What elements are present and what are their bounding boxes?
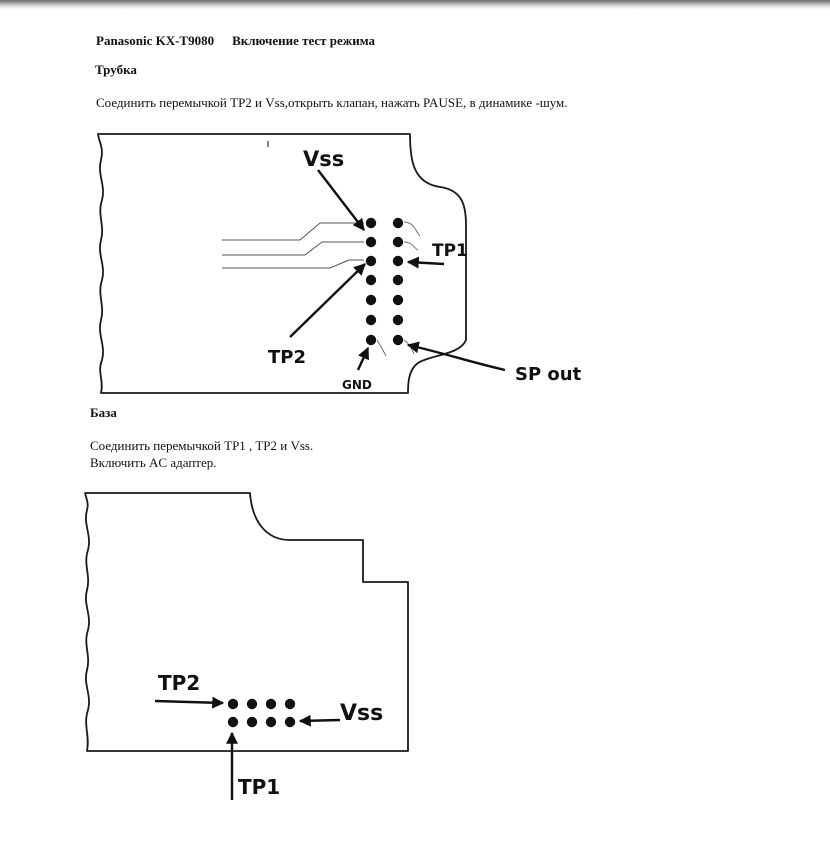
tp2-arrow bbox=[154, 696, 225, 709]
pad bbox=[392, 274, 404, 286]
pad bbox=[392, 314, 404, 326]
pad-tp2 bbox=[365, 236, 377, 248]
handset-board: Vss TP1 TP2 GND SP out bbox=[97, 133, 582, 394]
pad bbox=[392, 236, 404, 248]
scan-top-edge bbox=[0, 0, 830, 9]
base-board: TP2 Vss TP1 bbox=[84, 492, 409, 800]
pad-vss bbox=[284, 716, 296, 728]
pad bbox=[392, 217, 404, 229]
pad bbox=[284, 698, 296, 710]
pad bbox=[365, 294, 377, 306]
pad-gnd bbox=[365, 334, 377, 346]
base-pads bbox=[227, 698, 296, 728]
pad bbox=[365, 274, 377, 286]
base-heading: База bbox=[90, 405, 117, 420]
pad bbox=[265, 716, 277, 728]
handset-pads bbox=[365, 217, 404, 346]
pad bbox=[265, 698, 277, 710]
pad-tp1 bbox=[392, 255, 404, 267]
label-tp1: TP1 bbox=[432, 241, 468, 261]
pad bbox=[365, 314, 377, 326]
pad bbox=[365, 255, 377, 267]
tp2-arrow bbox=[289, 263, 366, 338]
pad bbox=[246, 716, 258, 728]
pad-tp1 bbox=[227, 716, 239, 728]
gnd-arrow bbox=[356, 346, 370, 371]
pad-spout bbox=[392, 334, 404, 346]
pad-tp2 bbox=[227, 698, 239, 710]
label-vss: Vss bbox=[303, 147, 344, 171]
pad bbox=[392, 294, 404, 306]
pcb-traces bbox=[222, 222, 364, 269]
base-label-tp2: TP2 bbox=[158, 671, 200, 695]
page-title: Panasonic KX-T9080 Включение тест режима bbox=[96, 33, 375, 49]
pad bbox=[246, 698, 258, 710]
base-label-vss: Vss bbox=[340, 701, 383, 726]
base-label-tp1: TP1 bbox=[238, 775, 280, 799]
base-arrows bbox=[154, 696, 341, 800]
handset-heading: Трубка bbox=[95, 62, 137, 77]
base-board-outline bbox=[84, 492, 409, 752]
label-tp2: TP2 bbox=[268, 347, 306, 368]
label-spout: SP out bbox=[515, 364, 582, 385]
label-gnd: GND bbox=[342, 378, 372, 392]
handset-instruction: Соединить перемычкой TP2 и Vss,открыть к… bbox=[96, 95, 568, 110]
pad-vss bbox=[365, 217, 377, 229]
handset-arrows bbox=[289, 169, 506, 372]
handset-board-outline bbox=[97, 133, 467, 394]
mode-title: Включение тест режима bbox=[232, 33, 375, 48]
tp1-arrow bbox=[406, 256, 445, 269]
spout-arrow bbox=[406, 341, 506, 372]
vss-arrow bbox=[298, 714, 341, 727]
vss-arrow bbox=[317, 169, 365, 231]
model-name: Panasonic KX-T9080 bbox=[96, 33, 215, 48]
base-instruction-2: Включить AC адаптер. bbox=[90, 455, 217, 470]
base-instruction-1: Соединить перемычкой TP1 , TP2 и Vss. bbox=[90, 438, 314, 453]
